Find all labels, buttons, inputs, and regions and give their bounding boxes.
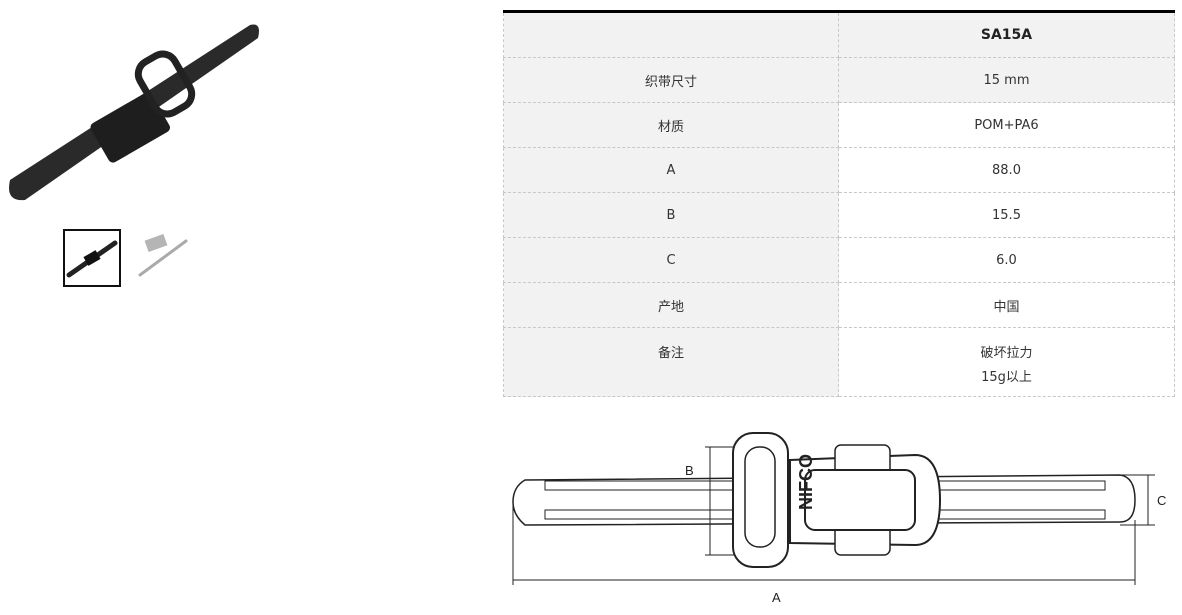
table-row: 产地 中国 bbox=[503, 282, 1175, 328]
row-label: 产地 bbox=[503, 282, 839, 328]
dimension-diagram: NIFCO B C A bbox=[512, 432, 1166, 605]
product-main-image bbox=[9, 24, 259, 201]
row-value: 6.0 bbox=[838, 237, 1175, 283]
table-row: A 88.0 bbox=[503, 147, 1175, 193]
dim-a-label: A bbox=[772, 590, 781, 605]
row-label: 备注 bbox=[503, 327, 839, 397]
row-value: 中国 bbox=[838, 282, 1175, 328]
row-label: C bbox=[503, 237, 839, 283]
dim-c-label: C bbox=[1157, 493, 1166, 508]
table-header-row: SA15A bbox=[503, 11, 1175, 58]
thumbnail-2[interactable] bbox=[132, 229, 190, 287]
row-value: 15.5 bbox=[838, 192, 1175, 238]
header-label bbox=[503, 11, 839, 58]
table-row: 备注 破坏拉力 15g以上 bbox=[503, 327, 1175, 397]
row-label: 织带尺寸 bbox=[503, 57, 839, 103]
thumbnail-1[interactable] bbox=[63, 229, 121, 287]
table-row: B 15.5 bbox=[503, 192, 1175, 238]
row-value: 15 mm bbox=[838, 57, 1175, 103]
model-name: SA15A bbox=[838, 11, 1175, 58]
row-value: 88.0 bbox=[838, 147, 1175, 193]
row-value: 破坏拉力 15g以上 bbox=[838, 327, 1175, 397]
table-row: 材质 POM+PA6 bbox=[503, 102, 1175, 148]
nifco-logo: NIFCO bbox=[796, 454, 816, 510]
note-line-2: 15g以上 bbox=[981, 370, 1032, 385]
row-label: B bbox=[503, 192, 839, 238]
note-line-1: 破坏拉力 bbox=[980, 346, 1033, 361]
row-label: 材质 bbox=[503, 102, 839, 148]
table-row: C 6.0 bbox=[503, 237, 1175, 283]
dim-b-label: B bbox=[685, 463, 694, 478]
row-value: POM+PA6 bbox=[838, 102, 1175, 148]
table-row: 织带尺寸 15 mm bbox=[503, 57, 1175, 103]
spec-table: SA15A 织带尺寸 15 mm 材质 POM+PA6 A 88.0 B 15.… bbox=[503, 10, 1175, 397]
row-label: A bbox=[503, 147, 839, 193]
